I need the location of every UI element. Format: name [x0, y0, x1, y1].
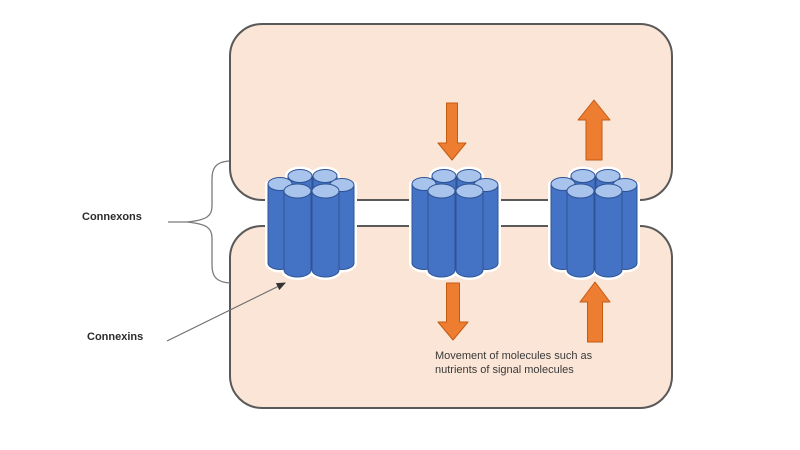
- down-arrow-icon-bottom: [437, 282, 469, 341]
- movement-caption-line2: nutrients of signal molecules: [435, 363, 574, 376]
- movement-caption: Movement of molecules such as nutrients …: [435, 350, 592, 377]
- connexon-middle: [412, 170, 498, 278]
- connexon-right: [551, 170, 637, 278]
- leader-arrow-icon: [166, 282, 286, 342]
- up-arrow-icon-bottom: [579, 281, 611, 343]
- down-arrow-icon-top: [437, 102, 467, 161]
- movement-caption-line1: Movement of molecules such as: [435, 350, 593, 362]
- curly-brace-icon: [186, 160, 231, 284]
- connexins-label: Connexins: [87, 331, 144, 343]
- up-arrow-icon-top: [577, 99, 611, 161]
- connexon-left: [268, 170, 354, 278]
- connexons-label: Connexons: [82, 211, 142, 223]
